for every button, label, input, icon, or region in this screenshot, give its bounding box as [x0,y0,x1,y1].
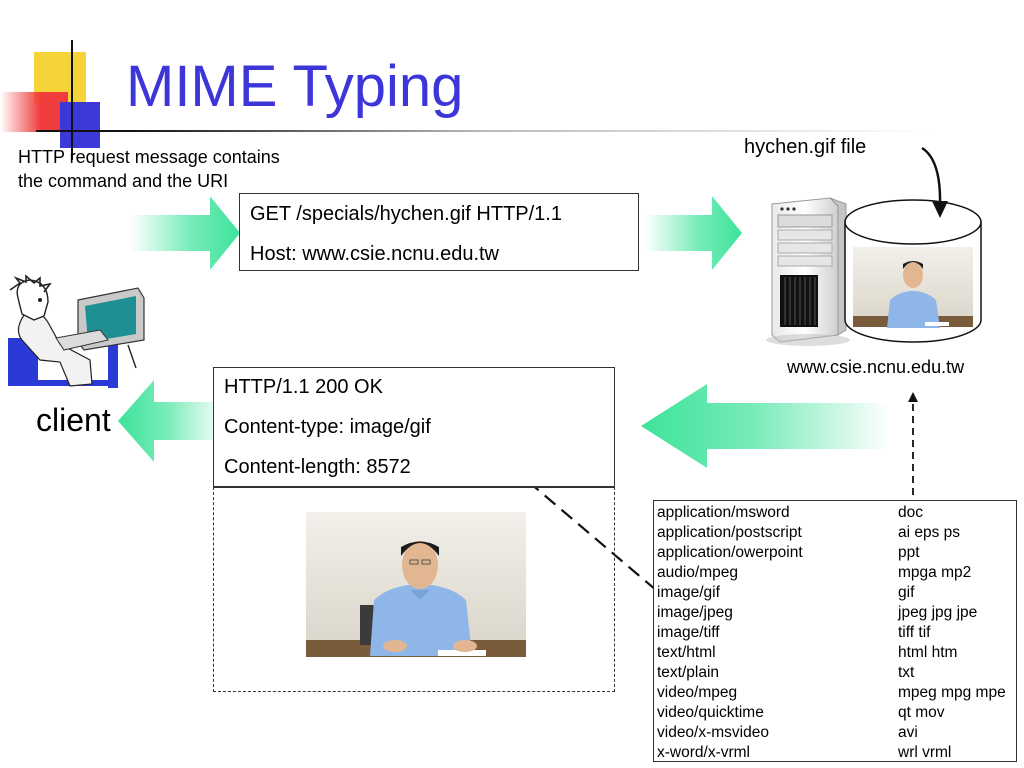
mime-ext: tiff tif [898,624,931,641]
user-at-computer-icon [8,274,145,388]
mime-type: application/owerpoint [657,544,803,561]
client-label: client [36,402,111,438]
mime-type: x-word/x-vrml [657,744,750,761]
mime-type: text/plain [657,664,720,681]
request-arrow-2 [645,196,742,270]
mime-type: image/tiff [657,624,720,641]
response-content-length: Content-length: 8572 [224,456,411,478]
gif-to-contenttype-dashed-arrow [476,437,657,591]
decor-blue-square [60,102,100,148]
request-note-line1: HTTP request message contains [18,147,280,167]
mime-ext: mpeg mpg mpe [898,684,1006,701]
mime-ext: jpeg jpg jpe [898,604,978,621]
request-note: HTTP request message contains the comman… [18,145,338,193]
mime-ext: ppt [898,544,920,561]
mime-ext: doc [898,504,923,521]
mime-ext: qt mov [898,704,945,721]
file-label: hychen.gif file [744,136,867,158]
response-arrow-client [118,380,225,462]
response-photo-icon [306,512,526,657]
slide-title: MIME Typing [126,54,464,119]
mime-ext: gif [898,584,915,601]
server-tower-icon [766,197,850,346]
server-label: www.csie.ncnu.edu.tw [787,357,965,377]
mime-type: text/html [657,644,716,661]
mime-type: application/postscript [657,524,802,541]
title-underline [36,130,936,132]
mime-ext: txt [898,664,915,681]
response-status-line: HTTP/1.1 200 OK [224,376,383,398]
decor-red-square [0,92,68,132]
mime-type: video/mpeg [657,684,738,701]
request-note-line2: the command and the URI [18,171,229,191]
request-arrow-1 [130,196,240,270]
response-arrow-server [641,384,890,468]
http-request-box: GET /specials/hychen.gif HTTP/1.1 Host: … [239,193,639,271]
stored-photo-icon [853,247,973,328]
mime-ext: wrl vrml [898,744,952,761]
mime-type-table: application/msword doc application/posts… [653,500,1017,762]
mime-ext: avi [898,724,918,741]
http-response-box: HTTP/1.1 200 OK Content-type: image/gif … [213,367,615,487]
mime-type: audio/mpeg [657,564,739,581]
mime-type: application/msword [657,504,790,521]
mime-type: image/gif [657,584,720,601]
table-to-server-arrowhead [908,392,918,402]
mime-ext: ai eps ps [898,524,961,541]
mime-ext: html htm [898,644,958,661]
mime-type: video/x-msvideo [657,724,769,741]
file-to-disk-arrowhead [932,201,948,218]
response-content-type: Content-type: image/gif [224,416,431,438]
decor-vertical-line [71,40,73,160]
file-to-disk-arrow [921,146,942,206]
mime-type: image/jpeg [657,604,733,621]
http-response-body [213,487,615,692]
mime-ext: mpga mp2 [898,564,972,581]
mime-type: video/quicktime [657,704,764,721]
request-line: GET /specials/hychen.gif HTTP/1.1 [250,203,562,225]
request-host-header: Host: www.csie.ncnu.edu.tw [250,243,499,265]
